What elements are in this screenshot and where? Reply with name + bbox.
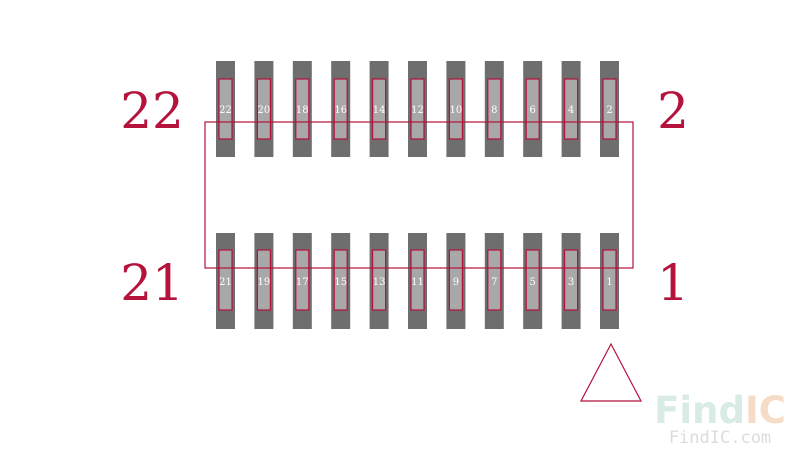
bottom-pad-row: 21 19 17 15 13 11 9 7 5 3 1 — [216, 233, 619, 329]
watermark-ic: IC — [745, 389, 786, 432]
pad-number-label: 5 — [530, 277, 536, 288]
pad-outline — [256, 78, 271, 140]
pad-12: 12 — [408, 61, 427, 157]
pad-outline — [218, 78, 233, 140]
pad-outline — [487, 249, 502, 311]
pad-11: 11 — [408, 233, 427, 329]
pad-number-label: 19 — [258, 277, 271, 288]
pad-number-label: 12 — [411, 105, 424, 116]
pad-number-label: 22 — [219, 105, 232, 116]
watermark-url: FindIC.com — [669, 428, 771, 448]
pad-4: 4 — [561, 61, 581, 157]
pad-outline — [410, 249, 425, 311]
pad-number-label: 9 — [453, 277, 459, 288]
pad-15: 15 — [331, 233, 351, 329]
pad-13: 13 — [369, 233, 389, 329]
pad-9: 9 — [446, 233, 466, 329]
pad-outline — [448, 249, 463, 311]
pad-21: 21 — [216, 233, 235, 329]
corner-label-top-left: 22 — [120, 82, 184, 140]
pad-number-label: 13 — [373, 277, 386, 288]
pad-outline — [487, 78, 502, 140]
watermark-find: Find — [654, 389, 745, 432]
pad-outline — [295, 78, 310, 140]
pad-outline — [295, 249, 310, 311]
pad-outline — [333, 78, 348, 140]
pad-outline — [602, 78, 617, 140]
pad-17: 17 — [292, 233, 312, 329]
pad-outline — [448, 78, 463, 140]
pad-22: 22 — [216, 61, 235, 157]
pad-number-label: 2 — [606, 105, 612, 116]
pad-20: 20 — [254, 61, 274, 157]
pad-outline — [525, 249, 540, 311]
corner-label-top-right: 2 — [657, 82, 689, 140]
pad-number-label: 14 — [373, 105, 386, 116]
pad-number-label: 10 — [450, 105, 463, 116]
pad-19: 19 — [254, 233, 274, 329]
pad-outline — [256, 249, 271, 311]
svg-text:FindIC: FindIC — [654, 389, 786, 432]
pad-outline — [333, 249, 348, 311]
pad-2: 2 — [600, 61, 619, 157]
pad-16: 16 — [331, 61, 351, 157]
pad-outline — [602, 249, 617, 311]
findic-watermark: FindIC FindIC.com — [654, 389, 786, 448]
pad-10: 10 — [446, 61, 466, 157]
pad-number-label: 6 — [530, 105, 536, 116]
pad-3: 3 — [561, 233, 581, 329]
pad-number-label: 18 — [296, 105, 309, 116]
pad-number-label: 7 — [491, 277, 497, 288]
pad-outline — [372, 78, 387, 140]
body-outline — [204, 121, 634, 269]
pad-outline — [563, 249, 579, 311]
pad-outline — [563, 78, 579, 140]
corner-label-bottom-left: 21 — [120, 254, 184, 312]
pad-outline — [525, 78, 540, 140]
triangle-outline-icon — [580, 342, 642, 402]
pad-number-label: 17 — [296, 277, 309, 288]
corner-label-bottom-right: 1 — [657, 254, 689, 312]
pad-5: 5 — [523, 233, 543, 329]
pad-14: 14 — [369, 61, 389, 157]
pad-1: 1 — [600, 233, 619, 329]
pad-number-label: 16 — [334, 105, 347, 116]
pad-number-label: 21 — [219, 277, 232, 288]
pad-7: 7 — [484, 233, 504, 329]
pad-18: 18 — [292, 61, 312, 157]
pad-number-label: 20 — [258, 105, 271, 116]
pad-outline — [410, 78, 425, 140]
pad-number-label: 15 — [334, 277, 347, 288]
top-pad-row: 22 20 18 16 14 12 10 8 6 4 2 — [216, 61, 619, 157]
pad-number-label: 11 — [411, 277, 424, 288]
pad-number-label: 3 — [568, 277, 574, 288]
pad-outline — [372, 249, 387, 311]
pad-outline — [218, 249, 233, 311]
pad-6: 6 — [523, 61, 543, 157]
pad-number-label: 1 — [606, 277, 612, 288]
pad-number-label: 8 — [491, 105, 497, 116]
pad-8: 8 — [484, 61, 504, 157]
pad-number-label: 4 — [568, 105, 574, 116]
